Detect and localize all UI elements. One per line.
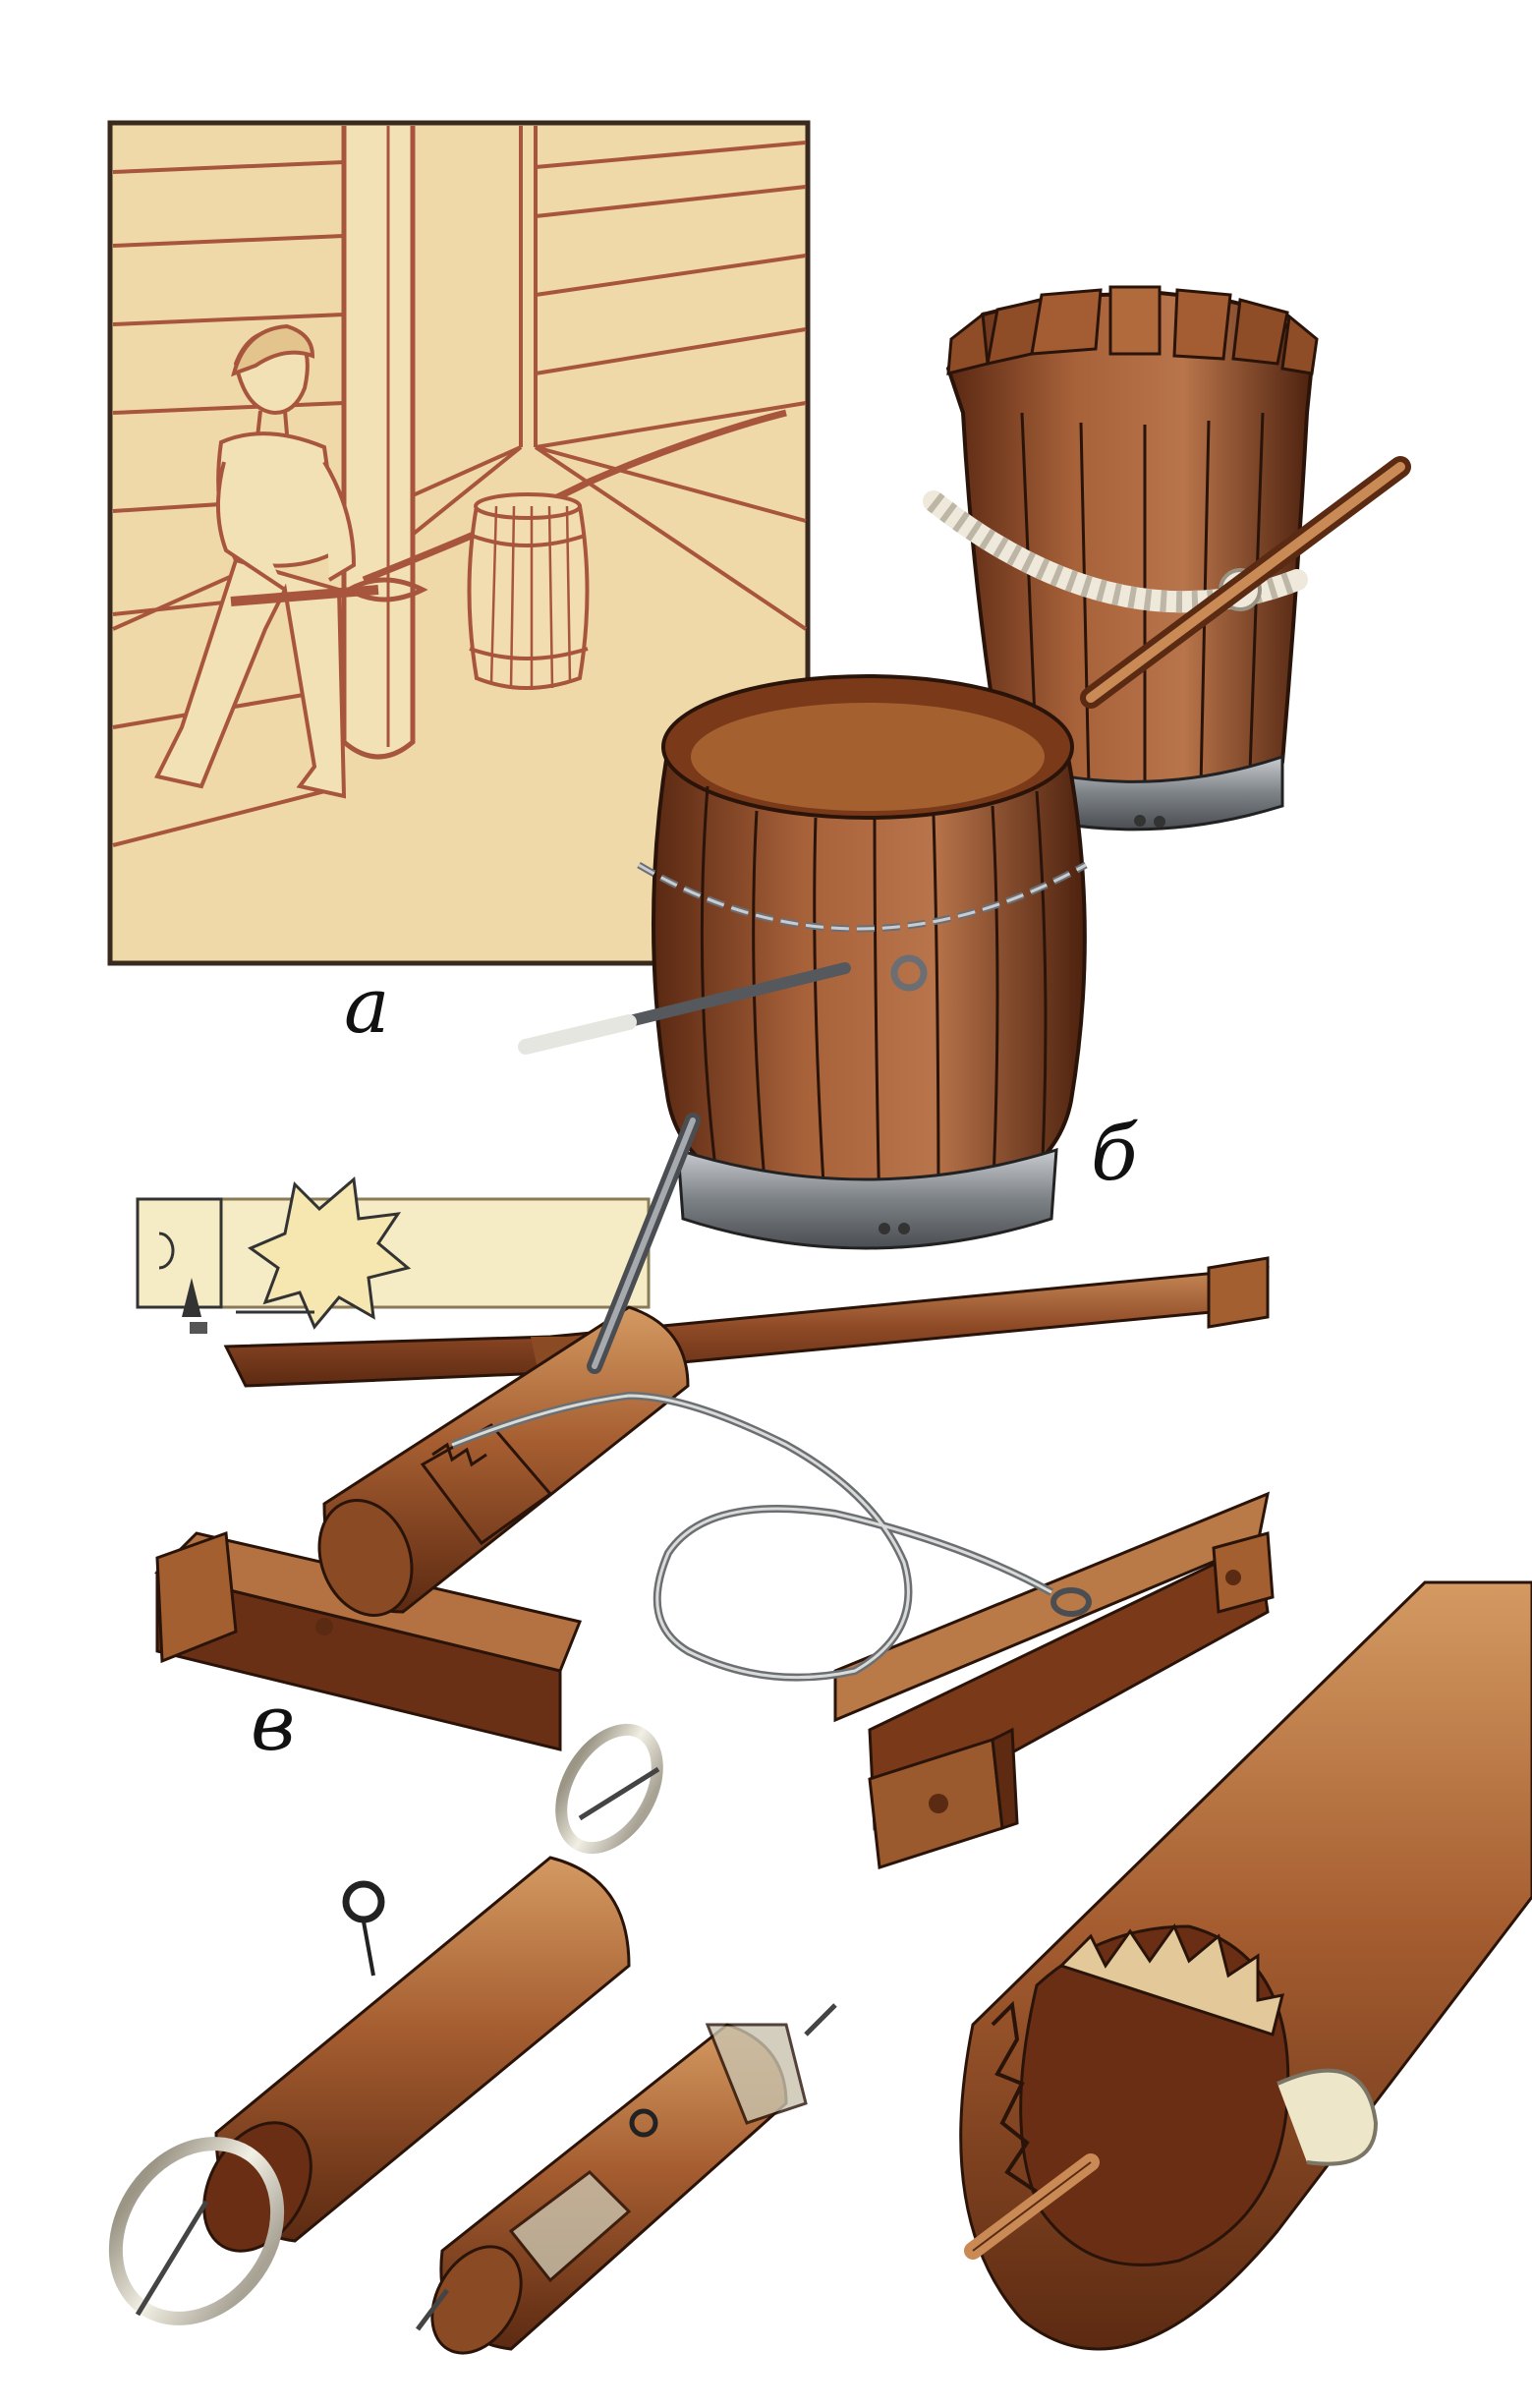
chain <box>637 861 1088 933</box>
half-barrel <box>923 285 1411 831</box>
small-barrel <box>467 492 590 690</box>
panel-a-scene <box>107 120 811 966</box>
figure-label-v: в <box>251 1680 295 1768</box>
boy-figure <box>154 323 379 799</box>
parts-exploded <box>108 1580 1532 2355</box>
rope-line <box>362 409 787 584</box>
wooden-post <box>341 126 416 760</box>
full-barrel <box>518 674 1088 1250</box>
figure-label-b: б <box>1091 1110 1138 1198</box>
ratchet-pawl-detail <box>136 1176 651 1334</box>
figure-label-a: а <box>344 962 390 1051</box>
winch-frame <box>154 1113 1275 1869</box>
